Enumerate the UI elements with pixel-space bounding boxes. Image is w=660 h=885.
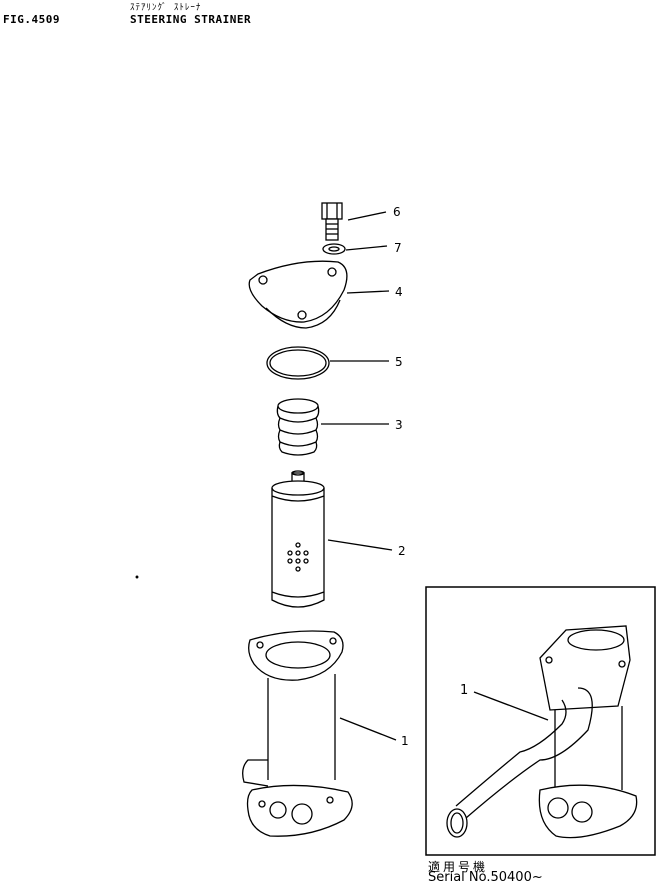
o-ring-part-5[interactable] xyxy=(266,346,330,380)
japanese-title: ｽﾃｱﾘﾝｸﾞ ｽﾄﾚｰﾅ xyxy=(130,3,202,13)
callout-2: 2 xyxy=(398,544,406,558)
callout-4: 4 xyxy=(395,285,403,299)
inset-callout-1: 1 xyxy=(460,683,468,698)
callout-7: 7 xyxy=(394,241,402,255)
inset-case-with-tube[interactable] xyxy=(446,625,638,839)
washer-part-7[interactable] xyxy=(322,243,346,255)
bolt-part-6[interactable] xyxy=(321,202,343,241)
filter-element-part-2[interactable] xyxy=(271,470,325,608)
serial-number-label: Serial No.50400~ xyxy=(428,870,543,885)
spring-part-3[interactable] xyxy=(276,398,320,456)
figure-number: FIG.4509 xyxy=(3,13,60,26)
inset-frame xyxy=(425,586,656,856)
callout-6: 6 xyxy=(393,205,401,219)
case-body-part-1[interactable] xyxy=(242,630,353,837)
callout-1: 1 xyxy=(401,734,409,748)
cover-part-4[interactable] xyxy=(248,260,348,329)
callout-3: 3 xyxy=(395,418,403,432)
callout-5: 5 xyxy=(395,355,403,369)
figure-title: STEERING STRAINER xyxy=(130,13,252,26)
serial-japanese-label: 適用号機 xyxy=(428,860,489,874)
